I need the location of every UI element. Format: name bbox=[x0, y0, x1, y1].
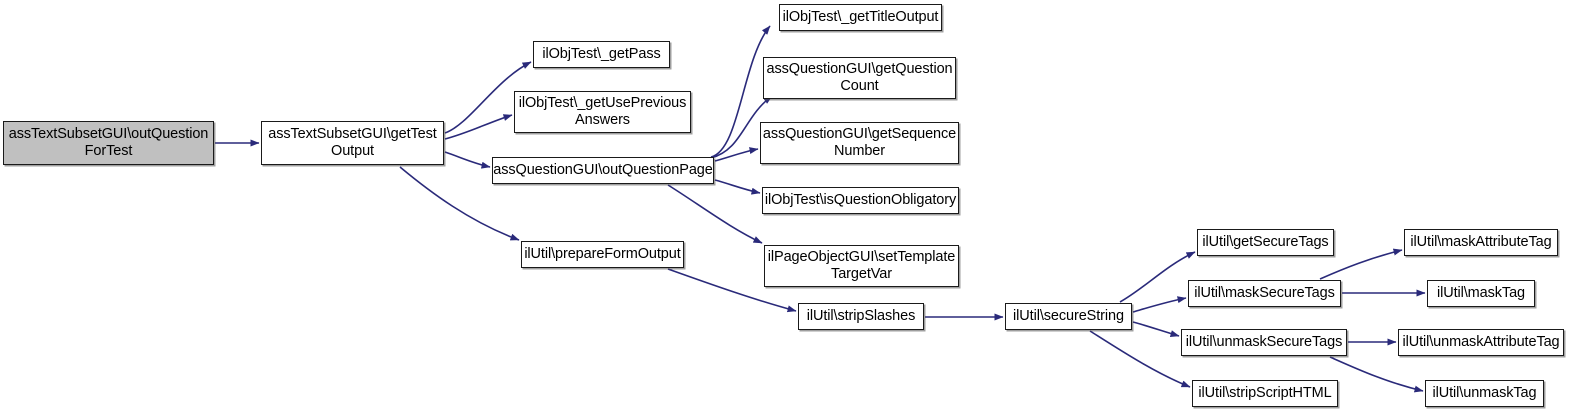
node-getSequenceNumber[interactable]: assQuestionGUI\getSequence Number bbox=[760, 122, 959, 164]
node-getUsePreviousAnswers[interactable]: ilObjTest\_getUsePrevious Answers bbox=[514, 91, 691, 133]
edge-secureString-getSecureTags bbox=[1119, 251, 1196, 303]
node-getSecureTags[interactable]: ilUtil\getSecureTags bbox=[1197, 229, 1334, 256]
node-outQuestionPage[interactable]: assQuestionGUI\outQuestionPage bbox=[492, 157, 714, 184]
edge-secureString-stripScriptHTML bbox=[1089, 330, 1191, 388]
node-getQuestionCount[interactable]: assQuestionGUI\getQuestion Count bbox=[763, 57, 956, 99]
node-unmaskAttributeTag[interactable]: ilUtil\unmaskAttributeTag bbox=[1398, 329, 1564, 356]
node-maskAttributeTag[interactable]: ilUtil\maskAttributeTag bbox=[1404, 229, 1558, 256]
node-maskTag[interactable]: ilUtil\maskTag bbox=[1427, 280, 1535, 307]
node-getPass[interactable]: ilObjTest\_getPass bbox=[533, 41, 670, 68]
node-getTestOutput[interactable]: assTextSubsetGUI\getTest Output bbox=[261, 121, 444, 165]
node-outQuestionForTest[interactable]: assTextSubsetGUI\outQuestion ForTest bbox=[3, 121, 214, 165]
edge-secureString-maskSecureTags bbox=[1132, 296, 1187, 313]
node-maskSecureTags[interactable]: ilUtil\maskSecureTags bbox=[1188, 280, 1341, 307]
node-unmaskSecureTags[interactable]: ilUtil\unmaskSecureTags bbox=[1181, 329, 1347, 356]
node-getTitleOutput[interactable]: ilObjTest\_getTitleOutput bbox=[779, 4, 942, 31]
edge-secureString-unmaskSecureTags bbox=[1132, 321, 1180, 337]
edge-outQuestionPage-setTemplateTargetVar bbox=[667, 184, 763, 244]
edge-getTestOutput-getUsePreviousAnswers bbox=[444, 114, 513, 140]
node-unmaskTag[interactable]: ilUtil\unmaskTag bbox=[1425, 380, 1544, 407]
node-isQuestionObligatory[interactable]: ilObjTest\isQuestionObligatory bbox=[762, 187, 959, 214]
node-setTemplateTargetVar[interactable]: ilPageObjectGUI\setTemplate TargetVar bbox=[764, 245, 959, 287]
node-stripSlashes[interactable]: ilUtil\stripSlashes bbox=[798, 303, 924, 330]
edge-getTestOutput-outQuestionPage bbox=[444, 151, 491, 169]
edge-outQuestionPage-getSequenceNumber bbox=[714, 147, 759, 162]
node-secureString[interactable]: ilUtil\secureString bbox=[1005, 303, 1132, 330]
edge-outQuestionPage-isQuestionObligatory bbox=[714, 179, 761, 195]
node-prepareFormOutput[interactable]: ilUtil\prepareFormOutput bbox=[521, 241, 684, 268]
node-stripScriptHTML[interactable]: ilUtil\stripScriptHTML bbox=[1192, 380, 1338, 407]
edge-unmaskSecureTags-unmaskTag bbox=[1329, 356, 1424, 393]
